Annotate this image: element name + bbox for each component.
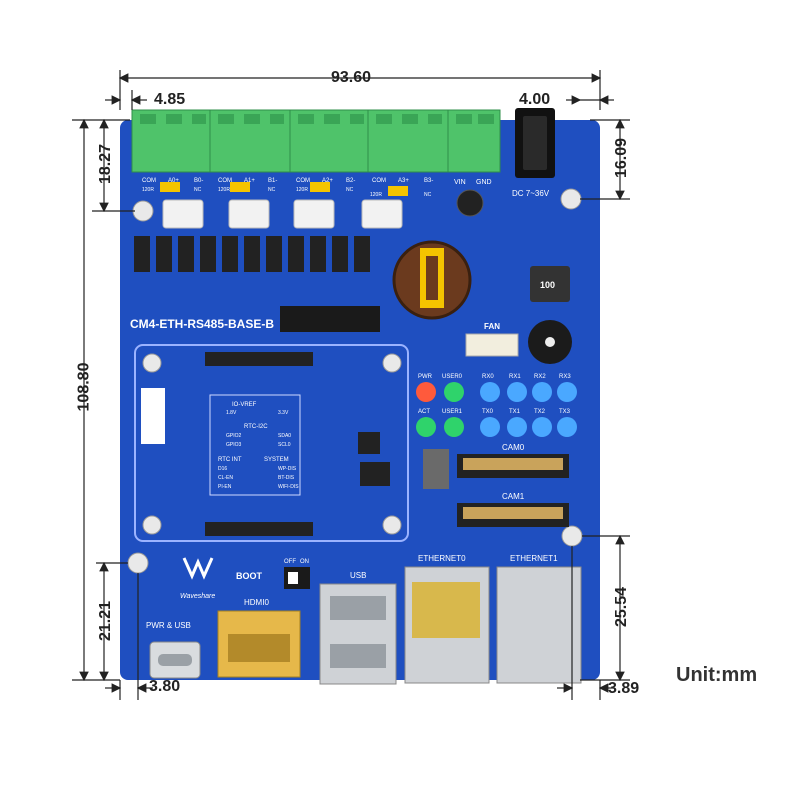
svg-text:120R: 120R [218,187,230,193]
svg-text:COM: COM [218,178,232,184]
svg-text:A0+: A0+ [168,178,179,184]
tx1-label: TX1 [509,409,521,415]
dim-right-top-height: 16.09 [613,137,631,179]
dim-bottom-right: 3.89 [608,680,640,697]
bt-dis-label: BT-DIS [278,475,295,481]
inductor-label: 100 [540,280,555,290]
cam0-label: CAM0 [502,443,525,452]
rtc-i2c-label: RTC-I2C [244,424,268,430]
cam1-label: CAM1 [502,492,525,501]
svg-text:A3+: A3+ [398,178,409,184]
svg-text:COM: COM [372,178,386,184]
svg-text:B3-: B3- [424,178,433,184]
rx-tx-leds [480,382,577,437]
clen-label: CL-EN [218,475,233,481]
rtc-int-label: RTC INT [218,457,242,463]
eth0-label: ETHERNET0 [418,554,466,563]
waveshare-logo [182,557,214,580]
board-name: CM4-ETH-RS485-BASE-B [130,317,274,331]
svg-text:COM: COM [142,178,156,184]
terminal-labels: COM A0+ B0- COM A1+ B1- COM A2+ B2- COM … [142,178,433,184]
status-leds [416,382,464,437]
io-vref-label: IO-VREF [232,402,257,408]
rx0-label: RX0 [482,374,494,380]
dim-left-terminal: 4.85 [154,91,186,108]
wifi-dis-label: WIFI-DIS [278,484,299,490]
system-label: SYSTEM [264,457,289,463]
v33-label: 3.3V [278,410,289,416]
tx0-label: TX0 [482,409,494,415]
dim-width-total: 93.60 [331,69,372,86]
terminal-sub-labels: 120R NC 120R NC 120R NC 120R NC [142,187,432,198]
svg-text:B0-: B0- [194,178,203,184]
svg-text:NC: NC [346,187,354,193]
dim-left-top-height: 18.27 [97,143,115,185]
cm4-area [134,344,409,542]
rx2-label: RX2 [534,374,546,380]
fan-label: FAN [484,322,500,331]
scl0-label: SCL0 [278,442,291,448]
tx2-label: TX2 [534,409,546,415]
wp-dis-label: WP-DIS [278,466,297,472]
dc-label: DC 7~36V [512,189,550,198]
tx3-label: TX3 [559,409,571,415]
dim-right-bottom-height: 25.54 [613,586,631,628]
svg-text:120R: 120R [142,187,154,193]
svg-text:A1+: A1+ [244,178,255,184]
dim-height-total: 108.80 [75,362,93,412]
rx3-label: RX3 [559,374,571,380]
act-led-label: ACT [418,409,430,415]
svg-text:120R: 120R [296,187,308,193]
boot-off-label: OFF [284,559,296,565]
v18-label: 1.8V [226,410,237,416]
dim-left-bottom-height: 21.21 [97,600,115,642]
gnd-label: GND [476,179,492,186]
vin-label: VIN [454,179,466,186]
boot-on-label: ON [300,559,309,565]
terminal-blocks [131,109,501,173]
mounting-holes [127,188,583,574]
usb-label: USB [350,571,366,580]
dim-bottom-left: 3.80 [149,678,181,695]
brand-label: Waveshare [180,593,215,600]
d16-label: D16 [218,466,227,472]
svg-text:B2-: B2- [346,178,355,184]
svg-text:COM: COM [296,178,310,184]
boot-label: BOOT [236,571,263,581]
sda0-label: SDA0 [278,433,291,439]
ethernet1-port [496,566,582,684]
svg-text:120R: 120R [370,192,382,198]
pi-en-label: PI-EN [218,484,232,490]
rx1-label: RX1 [509,374,521,380]
gpio2-label: GPIO2 [226,433,242,439]
eth1-label: ETHERNET1 [510,554,558,563]
svg-text:B1-: B1- [268,178,277,184]
dim-right-top: 4.00 [519,91,551,108]
unit-label: Unit:mm [676,664,758,686]
pwr-led-label: PWR [418,374,433,380]
gpio3-label: GPIO3 [226,442,242,448]
svg-text:NC: NC [424,192,432,198]
user0-led-label: USER0 [442,374,463,380]
pwr-usb-label: PWR & USB [146,621,191,630]
svg-text:NC: NC [194,187,202,193]
svg-text:NC: NC [268,187,276,193]
user1-led-label: USER1 [442,409,463,415]
hdmi-label: HDMI0 [244,598,269,607]
svg-text:A2+: A2+ [322,178,333,184]
